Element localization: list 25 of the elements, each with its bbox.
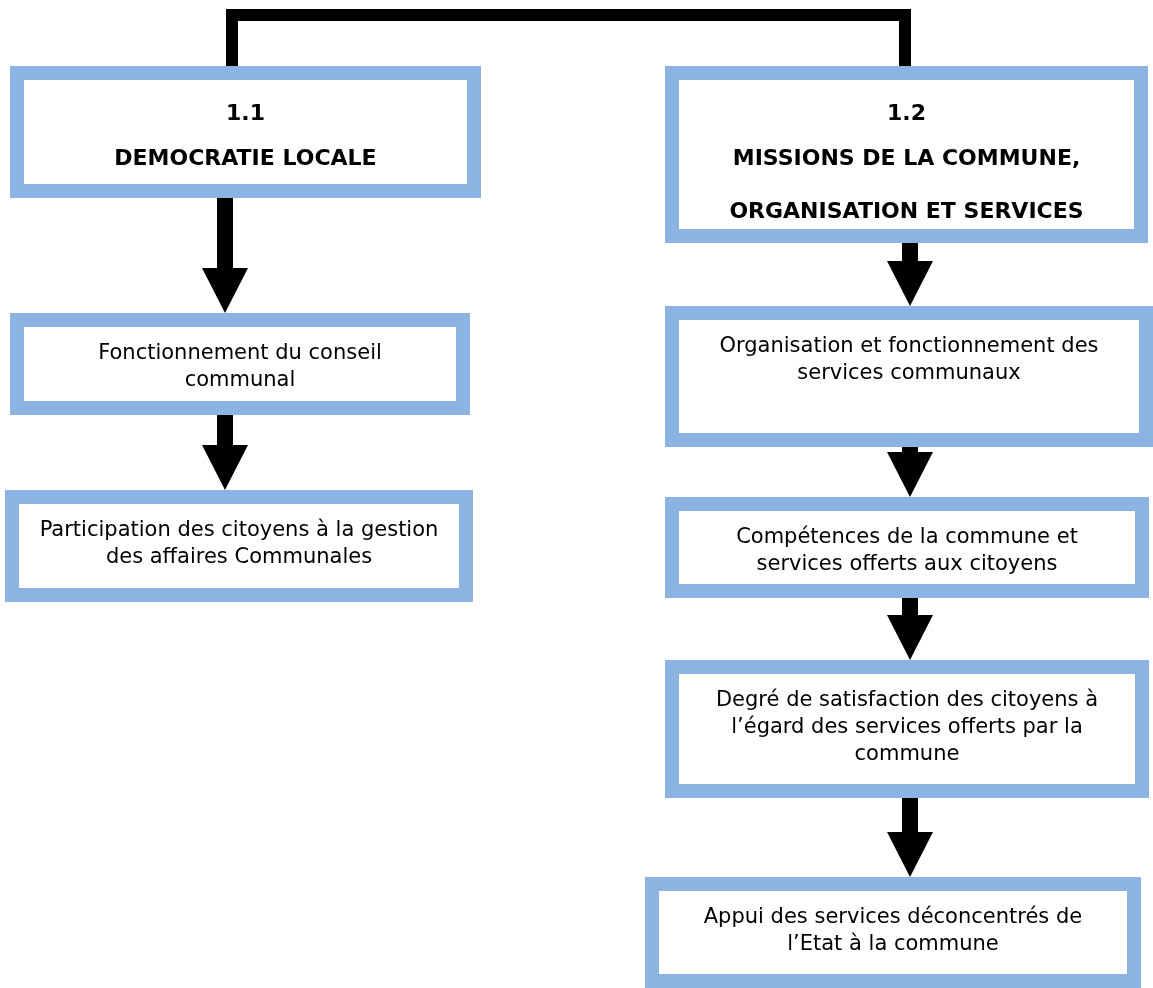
- section-title: MISSIONS DE LA COMMUNE, ORGANISATION ET SERVICES: [728, 144, 1085, 225]
- arrow: [202, 198, 248, 313]
- section-box: [665, 66, 1148, 243]
- topic-box: [665, 306, 1153, 447]
- topic-box: [665, 660, 1149, 798]
- topic-text: Participation des citoyens à la gestion des affaires Communales: [39, 516, 439, 570]
- topic-text: Appui des services déconcentrés de l’Etat à la commune: [702, 903, 1084, 957]
- topic-box: [645, 877, 1141, 988]
- topic-text: Degré de satisfaction des citoyens à l’égard des services offerts par la commune: [714, 686, 1100, 767]
- topic-box: [5, 490, 473, 602]
- arrow: [887, 598, 933, 660]
- arrow: [887, 243, 933, 306]
- topic-text: Fonctionnement du conseil communal: [97, 339, 383, 393]
- topic-box: [10, 313, 470, 415]
- topic-box: [665, 497, 1149, 598]
- arrow: [887, 447, 933, 497]
- arrow: [202, 415, 248, 490]
- section-number: 1.2: [887, 100, 926, 126]
- topic-text: Organisation et fonctionnement des services communaux: [718, 332, 1100, 386]
- section-title: DEMOCRATIE LOCALE: [114, 144, 377, 172]
- section-number: 1.1: [226, 100, 265, 126]
- arrow: [887, 798, 933, 877]
- topic-text: Compétences de la commune et services offerts aux citoyens: [735, 523, 1079, 577]
- connector-line: [226, 9, 911, 66]
- section-box: [10, 66, 481, 198]
